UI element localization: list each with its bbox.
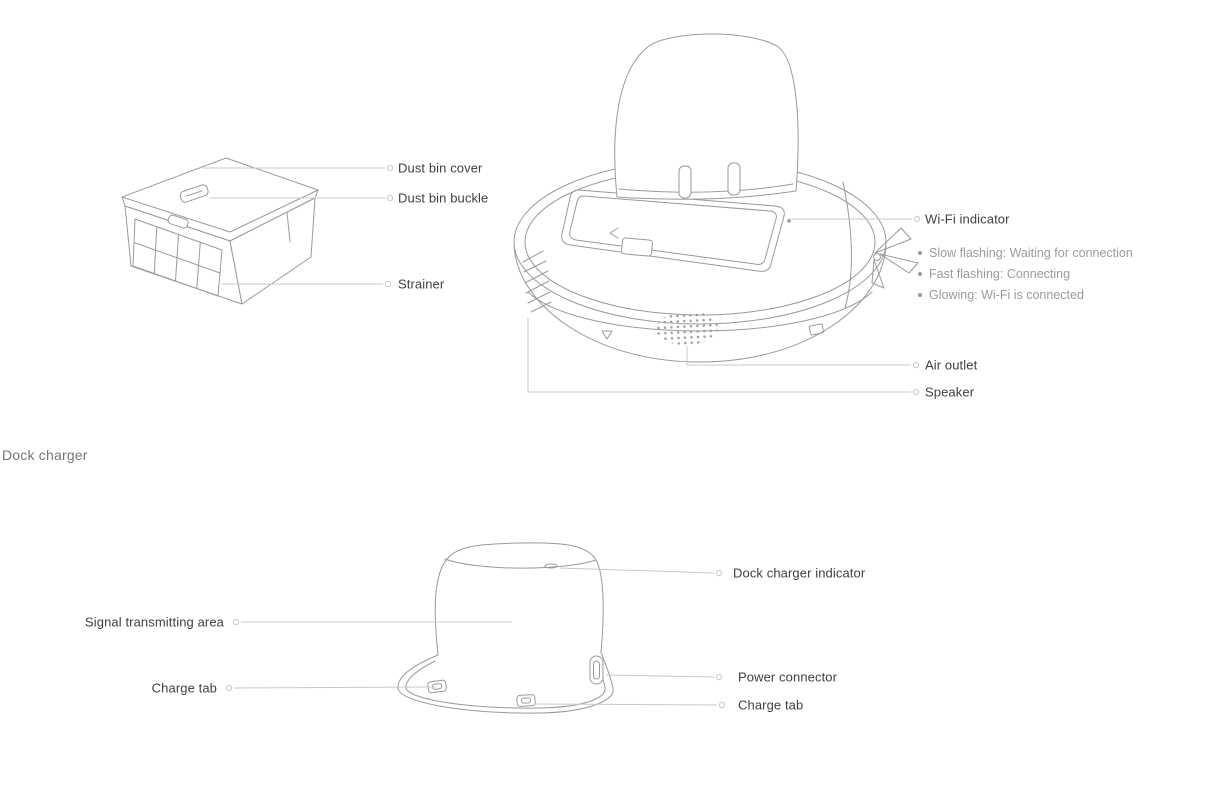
wifi-note: Slow flashing: Waiting for connection: [918, 242, 1133, 263]
lid-hinge: [678, 165, 692, 199]
label-power-connector: Power connector: [738, 669, 838, 685]
wifi-note: Glowing: Wi-Fi is connected: [918, 284, 1133, 305]
leader-lines: [203, 167, 912, 706]
speaker-vents: [522, 250, 552, 313]
label-charge-tab-right: Charge tab: [738, 697, 804, 713]
strainer-grid: [132, 214, 223, 297]
air-outlet-grille: [656, 310, 718, 346]
bullet-icon: [918, 271, 922, 276]
leader-markers: [225, 164, 921, 709]
label-dust-bin-cover: Dust bin cover: [398, 160, 483, 176]
robot-vacuum-illustration: [513, 33, 919, 363]
label-speaker: Speaker: [925, 384, 975, 400]
wifi-indicator-notes: Slow flashing: Waiting for connection Fa…: [918, 242, 1133, 305]
wifi-indicator-mark: [787, 219, 791, 223]
dock-indicator-mark: [544, 563, 558, 569]
bullet-icon: [918, 292, 922, 297]
dock-charger-heading: Dock charger: [2, 447, 88, 463]
charge-tab-left-part: [427, 679, 447, 694]
label-air-outlet: Air outlet: [925, 357, 978, 373]
label-charge-tab-left: Charge tab: [151, 680, 217, 696]
side-brush: [871, 227, 919, 289]
triangle-marker: [601, 330, 613, 340]
charge-tab-right-part: [516, 694, 536, 707]
label-signal-transmitting-area: Signal transmitting area: [85, 614, 224, 630]
lid-hinge: [727, 162, 741, 196]
label-dock-charger-indicator: Dock charger indicator: [733, 565, 866, 581]
wifi-note-text: Fast flashing: Connecting: [929, 266, 1071, 281]
bullet-icon: [918, 250, 922, 255]
wifi-note-text: Glowing: Wi-Fi is connected: [929, 287, 1084, 302]
label-dust-bin-buckle: Dust bin buckle: [398, 190, 489, 206]
dock-charger-illustration: [397, 542, 614, 714]
dust-bin-buckle-part: [179, 184, 209, 203]
dust-bin-illustration: [121, 157, 319, 305]
label-wifi-indicator: Wi-Fi indicator: [925, 211, 1010, 227]
lid-open: [614, 33, 799, 200]
label-strainer: Strainer: [398, 276, 445, 292]
wifi-note: Fast flashing: Connecting: [918, 263, 1133, 284]
power-connector-part: [589, 655, 604, 685]
wifi-note-text: Slow flashing: Waiting for connection: [929, 245, 1133, 260]
bin-latch: [621, 237, 653, 257]
